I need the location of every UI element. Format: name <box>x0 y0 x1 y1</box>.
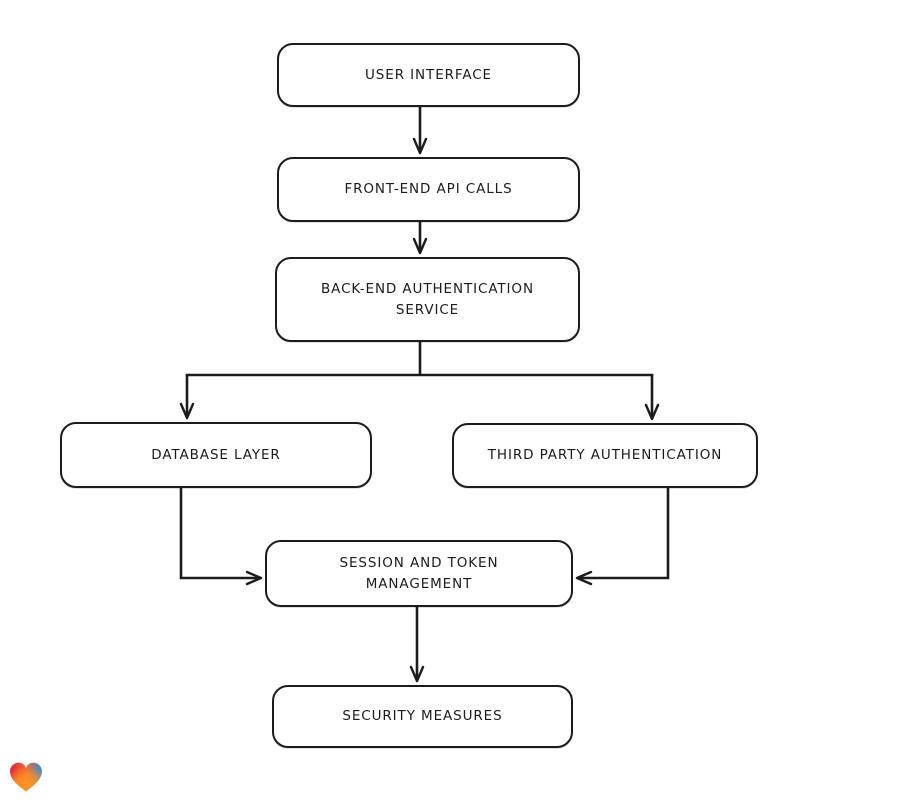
node-security-measures-label: SECURITY MEASURES <box>342 708 503 725</box>
connector-database-to-session <box>179 488 263 586</box>
node-back-end-authentication-service-label: BACK-END AUTHENTICATION SERVICE <box>321 280 534 318</box>
node-front-end-api-calls: FRONT-END API CALLS <box>277 157 580 222</box>
node-front-end-api-calls-label: FRONT-END API CALLS <box>344 181 513 198</box>
node-session-and-token-management-label: SESSION AND TOKEN MANAGEMENT <box>339 554 499 592</box>
node-user-interface-label: USER INTERFACE <box>365 66 492 83</box>
node-session-and-token-management: SESSION AND TOKEN MANAGEMENT <box>265 540 573 607</box>
node-back-end-authentication-service: BACK-END AUTHENTICATION SERVICE <box>275 257 580 342</box>
heart-icon <box>10 762 42 792</box>
heart-logo[interactable] <box>9 761 43 793</box>
node-third-party-authentication-label: THIRD PARTY AUTHENTICATION <box>487 447 723 464</box>
node-database-layer: DATABASE LAYER <box>60 422 372 488</box>
connector-thirdparty-to-session <box>575 488 670 586</box>
node-user-interface: USER INTERFACE <box>277 43 580 107</box>
node-security-measures: SECURITY MEASURES <box>272 685 573 748</box>
node-database-layer-label: DATABASE LAYER <box>151 446 281 463</box>
node-third-party-authentication: THIRD PARTY AUTHENTICATION <box>452 423 758 488</box>
